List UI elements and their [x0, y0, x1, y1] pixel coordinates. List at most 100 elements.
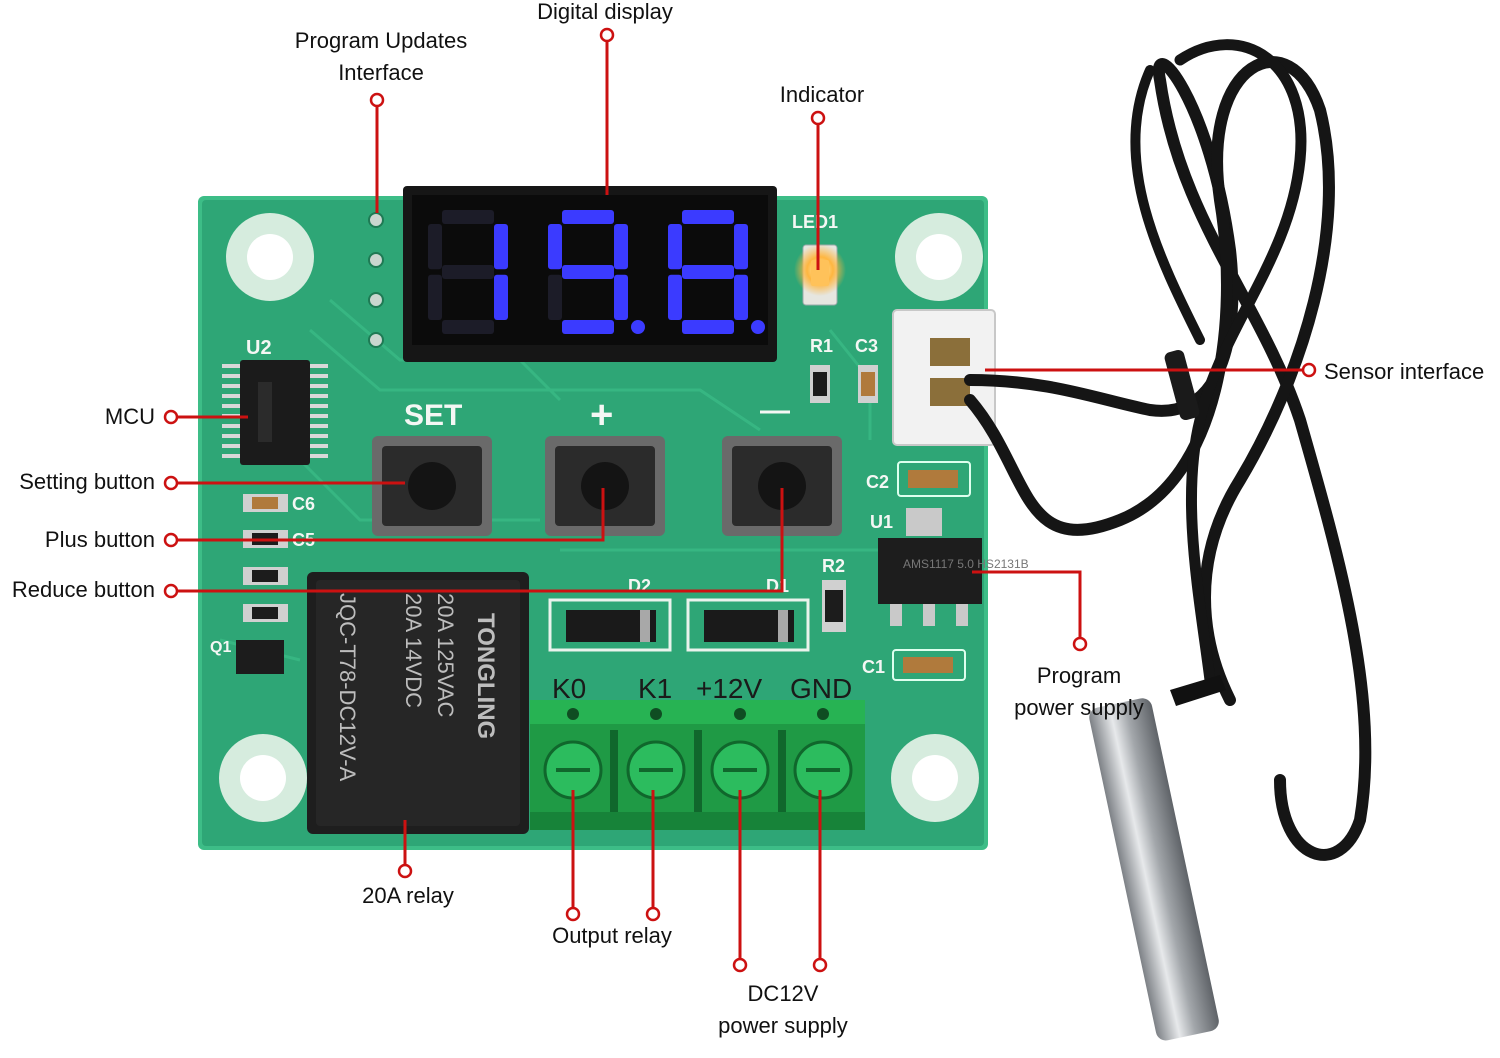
label-dc12v-line2: power supply	[718, 1013, 848, 1038]
callout-dots	[163, 27, 1317, 973]
terminal-k0-label: K0	[552, 673, 586, 704]
callout-line-plus	[171, 488, 605, 542]
mcu-chip	[222, 360, 328, 465]
silk-plus: +	[590, 393, 613, 437]
display-digit	[428, 210, 508, 334]
label-setting-button: Setting button	[19, 469, 155, 494]
mounting-holes	[219, 213, 983, 822]
label-plus-button: Plus button	[44, 527, 155, 552]
relay-rating2: 20A 14VDC	[401, 593, 426, 708]
label-dc12v-line1: DC12V	[747, 981, 819, 1006]
callout-line-reduce	[171, 488, 784, 593]
label-program-power-line1: Program	[1036, 663, 1122, 688]
segment-a	[442, 210, 494, 224]
segment-g	[442, 265, 494, 279]
label-reduce-button: Reduce button	[11, 577, 155, 602]
mcu-pin	[310, 384, 328, 388]
segment-d	[682, 320, 734, 334]
segment-f	[668, 224, 682, 270]
label-sensor-interface: Sensor interface	[1324, 359, 1485, 384]
digital-display	[403, 186, 777, 362]
silk-minus: —	[760, 394, 790, 427]
silk-c1: C1	[862, 657, 885, 677]
relay-brand: TONGLING	[472, 613, 499, 739]
display-digit	[548, 210, 645, 334]
segment-d	[442, 320, 494, 334]
label-output-relay: Output relay	[552, 923, 672, 948]
mcu-pin	[222, 384, 240, 388]
label-program-updates-line1: Program Updates	[294, 28, 468, 53]
display-digits	[428, 210, 765, 334]
terminal-k1-label: K1	[638, 673, 672, 704]
minus-button-part	[722, 436, 842, 536]
steel-probe	[1089, 675, 1226, 1041]
mcu-pin	[222, 404, 240, 408]
temperature-probe	[964, 39, 1372, 861]
mcu-pin	[310, 444, 328, 448]
segment-f	[428, 224, 442, 270]
voltage-regulator: AMS1117 5.0 HS2131B	[878, 508, 1029, 626]
sensor-connector	[892, 309, 996, 446]
mcu-pin	[310, 454, 328, 458]
mcu-pin	[310, 374, 328, 378]
decimal-point	[631, 320, 645, 334]
label-program-power-line2: power supply	[1014, 695, 1144, 720]
callout-lines	[171, 35, 1308, 964]
relay-part: TONGLING 20A 125VAC 20A 14VDC JQC-T78-DC…	[307, 572, 529, 834]
mcu-pin	[310, 414, 328, 418]
regulator-text: AMS1117 5.0 HS2131B	[903, 557, 1029, 571]
mcu-pin	[222, 454, 240, 458]
silk-set: SET	[404, 399, 462, 432]
segment-f	[548, 224, 562, 270]
segment-c	[494, 274, 508, 320]
silk-d2: D2	[628, 576, 651, 596]
mcu-pin	[310, 394, 328, 398]
mcu-pin	[310, 424, 328, 428]
terminal-gnd-label: GND	[790, 673, 852, 704]
segment-a	[682, 210, 734, 224]
segment-e	[548, 274, 562, 320]
decimal-point	[751, 320, 765, 334]
segment-e	[668, 274, 682, 320]
segment-b	[494, 224, 508, 270]
indicator-led	[794, 244, 846, 306]
segment-d	[562, 320, 614, 334]
diodes	[548, 598, 810, 652]
silk-r1: R1	[810, 336, 833, 356]
segment-a	[562, 210, 614, 224]
silk-c2: C2	[866, 472, 889, 492]
set-button-part	[372, 436, 492, 536]
segment-g	[682, 265, 734, 279]
mcu-pin	[222, 434, 240, 438]
relay-rating1: 20A 125VAC	[433, 593, 458, 717]
terminal-12v-label: +12V	[696, 673, 762, 704]
label-digital-display: Digital display	[537, 0, 673, 24]
silk-u2: U2	[246, 337, 272, 359]
silk-u1: U1	[870, 512, 893, 532]
plus-button-part	[545, 436, 665, 536]
label-20a-relay: 20A relay	[362, 883, 454, 908]
segment-c	[734, 274, 748, 320]
segment-b	[734, 224, 748, 270]
programming-pads	[368, 212, 384, 348]
silkscreen: U2 SET + — LED1 R1 C3 C2 U1 R2 C1 C6 C5 …	[210, 212, 893, 677]
label-indicator: Indicator	[779, 82, 865, 107]
segment-c	[614, 274, 628, 320]
display-digit	[668, 210, 765, 334]
mcu-pin	[222, 424, 240, 428]
smd-components	[236, 365, 971, 681]
segment-e	[428, 274, 442, 320]
silk-c6: C6	[292, 494, 315, 514]
segment-g	[562, 265, 614, 279]
mcu-pin	[222, 374, 240, 378]
relay-model: JQC-T78-DC12V-A	[335, 593, 360, 782]
mcu-pin	[222, 444, 240, 448]
silk-c3: C3	[855, 336, 878, 356]
callout-line-program-power	[972, 570, 1082, 644]
silk-led1: LED1	[792, 212, 838, 232]
mcu-pin	[310, 434, 328, 438]
label-mcu: MCU	[104, 404, 155, 429]
silk-d1: D1	[766, 576, 789, 596]
mcu-pin	[310, 364, 328, 368]
